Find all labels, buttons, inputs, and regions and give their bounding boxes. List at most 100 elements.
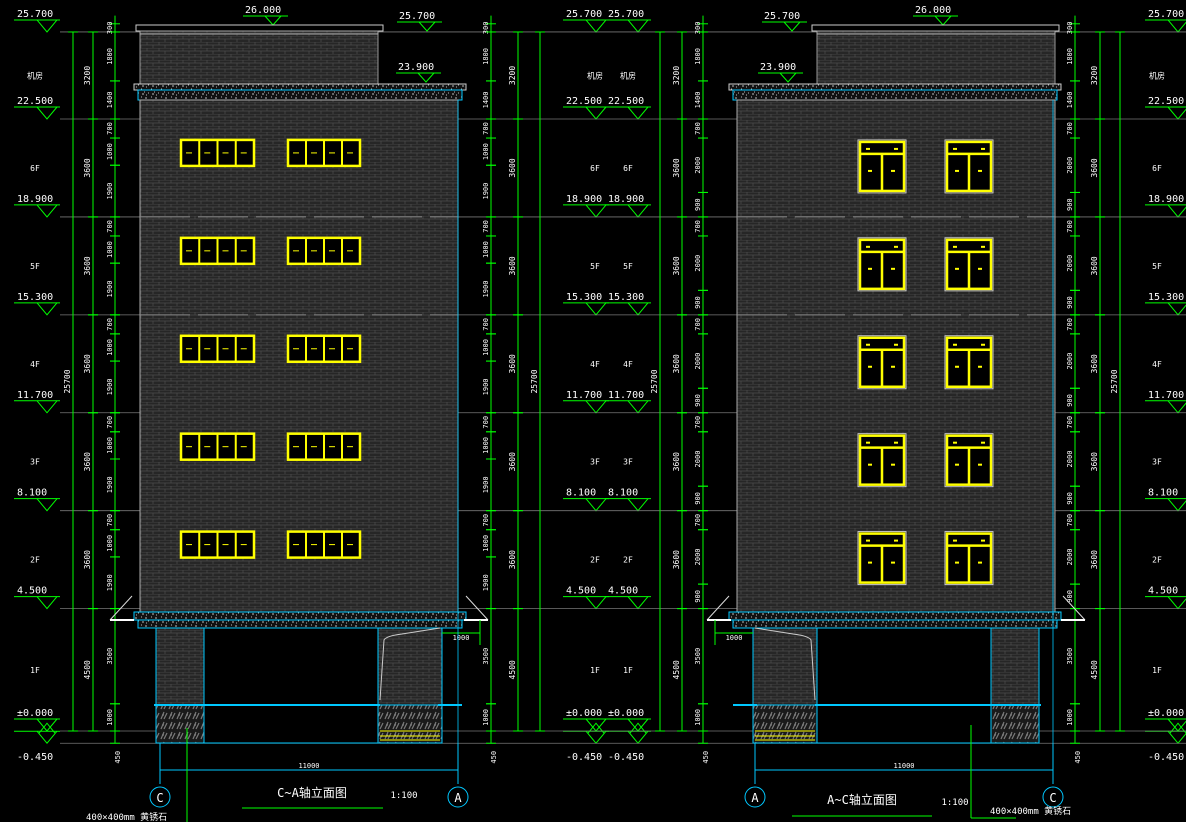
axis-label: A: [751, 791, 759, 805]
level-triangle-icon: [1167, 204, 1186, 218]
floor-height-dimension: 3600: [508, 354, 517, 373]
roof-parapet-cap: [811, 24, 1060, 32]
level-label: 8.100: [17, 488, 47, 499]
window-casement: [944, 237, 994, 292]
segment-dimension: 1000: [482, 535, 490, 552]
floor-label: 5F: [623, 262, 633, 271]
segment-dimension: 1400: [106, 92, 114, 109]
floor-height-dimension: 3600: [1090, 452, 1099, 471]
level-label: 22.500: [1148, 96, 1184, 107]
level-label: 23.900: [398, 62, 434, 73]
floor-label: 6F: [30, 164, 40, 173]
level-label: ±0.000: [608, 708, 644, 719]
window-strip: [179, 334, 256, 364]
segment-dimension: 300: [1066, 22, 1074, 35]
axis-bubble[interactable]: [744, 786, 766, 808]
floor-label: 1F: [623, 666, 633, 675]
canopy-brace: [1062, 595, 1086, 621]
segment-dimension: 700: [1066, 220, 1074, 233]
window-handle-icon: [978, 561, 982, 564]
window-strip: [179, 530, 256, 559]
level-triangle-icon: [36, 106, 58, 120]
entrance-canopy-outline: [379, 627, 441, 701]
level-triangle-icon: [627, 730, 649, 745]
level-label: 25.700: [1148, 9, 1184, 20]
floor-height-dimension: 3600: [672, 452, 681, 471]
level-triangle-icon: [585, 106, 607, 120]
window-handle-icon: [978, 463, 982, 466]
window-handle-icon: [953, 441, 957, 444]
segment-dimension: 1900: [482, 574, 490, 591]
axis-bubble[interactable]: [149, 786, 171, 808]
window-handle-icon: [891, 561, 895, 564]
segment-dimension: 1400: [694, 92, 702, 109]
segment-dimension: 700: [106, 318, 114, 331]
axis-bubble[interactable]: [1042, 786, 1064, 808]
window-casement: [857, 139, 907, 194]
level-triangle-icon: [627, 498, 649, 512]
level-label: 22.500: [608, 96, 644, 107]
segment-dimension: 700: [694, 514, 702, 527]
level-triangle-icon: [36, 400, 58, 414]
scale-label: 1:100: [941, 798, 968, 808]
segment-dimension: 700: [1066, 514, 1074, 527]
segment-dimension: 300: [482, 22, 490, 35]
window-handle-icon: [981, 343, 985, 346]
segment-dimension: 300: [694, 22, 702, 35]
level-triangle-icon: [36, 302, 58, 316]
level-triangle-icon: [1167, 498, 1186, 512]
segment-dimension: 1900: [106, 574, 114, 591]
segment-dimension: 1900: [482, 378, 490, 395]
window-casement: [944, 139, 994, 194]
segment-dimension: 700: [1066, 318, 1074, 331]
level-triangle-icon: [585, 730, 607, 745]
floor-height-dimension: 3600: [672, 550, 681, 569]
level-label: 25.700: [566, 9, 602, 20]
canopy-slab: [732, 619, 1058, 629]
level-label: 18.900: [1148, 194, 1184, 205]
window-handle-icon: [953, 147, 957, 150]
canopy-slab: [728, 611, 1062, 621]
floor-height-dimension: 3600: [1090, 256, 1099, 275]
floor-label: 1F: [30, 666, 40, 675]
segment-dimension: 1900: [482, 183, 490, 200]
segment-dimension: 1900: [106, 476, 114, 493]
segment-dimension: 2000: [694, 353, 702, 370]
segment-dimension: 700: [482, 318, 490, 331]
level-label: 11.700: [1148, 390, 1184, 401]
segment-dimension: 700: [1066, 122, 1074, 135]
segment-dimension: 1400: [1066, 92, 1074, 109]
level-label: 4.500: [17, 586, 47, 597]
window-handle-icon: [981, 441, 985, 444]
window-handle-icon: [868, 169, 872, 172]
window-handle-icon: [894, 539, 898, 542]
segment-dimension: 1000: [106, 437, 114, 454]
level-label: 25.700: [764, 11, 800, 22]
segment-dimension: 1000: [482, 241, 490, 258]
level-label: 4.500: [566, 586, 596, 597]
entrance-opening: [203, 627, 379, 744]
roof-parapet-cap: [139, 30, 379, 35]
level-triangle-icon: [627, 19, 649, 33]
stair-tower-wall: [139, 30, 379, 87]
floor-height-dimension: 4500: [508, 660, 517, 679]
segment-dimension: 2000: [694, 451, 702, 468]
axis-bubble[interactable]: [447, 786, 469, 808]
canopy-slab: [137, 619, 463, 629]
entrance-opening: [816, 627, 992, 744]
roof-parapet-cap: [135, 24, 384, 32]
floor-height-dimension: 3200: [1090, 66, 1099, 85]
window-handle-icon: [953, 245, 957, 248]
segment-dimension: 700: [106, 514, 114, 527]
segment-dimension: 900: [694, 394, 702, 407]
level-label: 18.900: [17, 194, 53, 205]
level-label: ±0.000: [17, 708, 53, 719]
plinth-dimension: 450: [702, 751, 710, 764]
floor-height-dimension: 3600: [672, 158, 681, 177]
floor-label: 机房: [587, 70, 603, 80]
floor-label: 2F: [1152, 556, 1162, 565]
level-triangle-icon: [36, 596, 58, 610]
window-handle-icon: [978, 365, 982, 368]
level-triangle-icon: [627, 400, 649, 414]
